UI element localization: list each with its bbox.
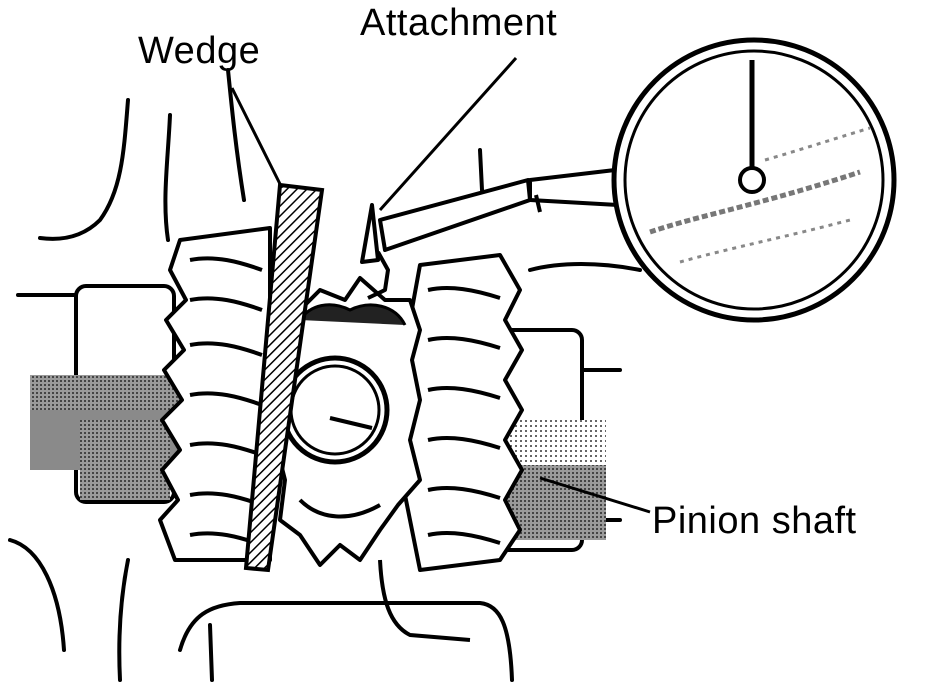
- left-side-gear: [158, 226, 272, 562]
- wedge-label: Wedge: [138, 30, 261, 72]
- attachment-leader: [378, 56, 518, 212]
- pinion-shaft-leader: [539, 476, 651, 514]
- wedge: [243, 182, 325, 573]
- left-bearing: [30, 284, 180, 504]
- wedge-leader: [230, 87, 284, 189]
- leader-lines: [230, 56, 651, 514]
- pinion-shaft-end: [280, 355, 390, 465]
- pinion-shaft-label: Pinion shaft: [652, 500, 857, 542]
- dial-indicator-gauge: [611, 37, 897, 323]
- attachment-label: Attachment: [360, 2, 558, 44]
